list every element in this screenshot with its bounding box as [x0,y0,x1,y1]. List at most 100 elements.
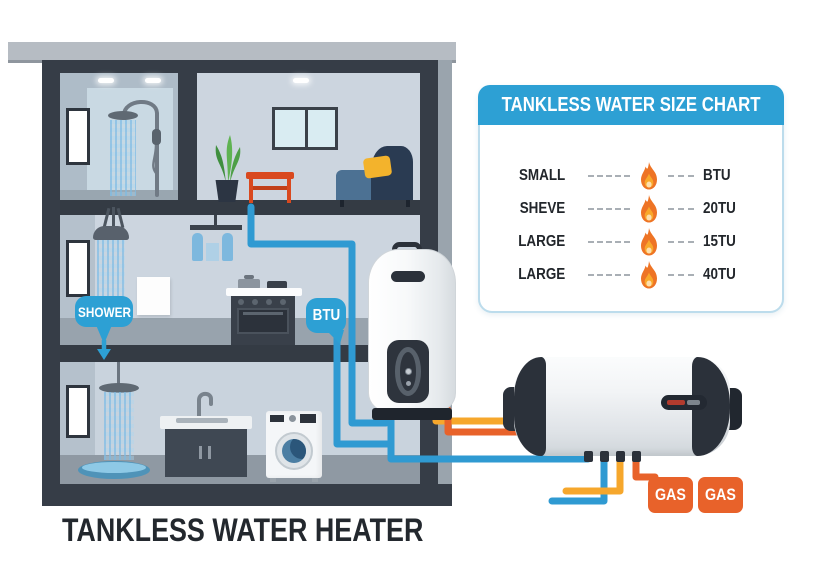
tank-label-stripe [667,400,685,405]
tank-outlet [726,388,742,430]
shower-basin-water [82,462,146,473]
plant-icon [215,135,241,183]
row-label: SMALL [518,166,566,184]
interior-wall [178,73,197,200]
shower-rod [117,362,120,384]
wm-door-glass [282,439,306,463]
tank-port [616,451,625,462]
side-table [246,172,294,179]
floor-slab-1 [60,200,420,215]
window-floor1 [66,108,90,165]
wm-panel [270,415,284,422]
size-chart-row: SHEVE 20TU [492,192,772,225]
heater-base [372,408,452,420]
size-chart-row: SMALL BTU [492,159,772,192]
bottle-icon [222,233,233,261]
ceiling-light-icon [293,78,309,83]
pot-icon [238,279,260,289]
flame-icon [640,161,657,189]
pipe-blue-drain [548,449,608,505]
window-floor3 [66,385,90,438]
house-top-beam [42,60,438,74]
pot-lid [244,275,254,279]
callout-tail [96,325,112,344]
row-value: 40TU [702,265,736,283]
cabinet-handle [199,446,202,459]
table-rail [253,186,287,190]
gas-badge-left: GAS [648,477,693,513]
btu-callout-label: BTU [312,306,340,324]
dash-line [667,207,694,210]
row-value: BTU [702,166,731,184]
dash-line [588,240,630,243]
size-chart-title: TANKLESS WATER SIZE CHART [501,93,761,116]
shower-callout: SHOWER [75,296,133,327]
flame-icon [640,227,657,255]
pipe-blue-btu [333,314,392,448]
dash-line [588,174,630,177]
flame-icon [640,260,657,288]
window-floor2 [66,240,90,297]
tank-port [600,451,609,462]
wm-dial [289,415,296,422]
btu-callout: BTU [306,298,346,333]
wm-panel [300,414,316,423]
shower-water [104,392,134,460]
gas-label: GAS [705,485,736,504]
wm-foot [270,478,276,482]
pipe-yellow-drain [562,449,624,495]
stove-knob [266,299,272,305]
tank-left-cap [514,357,546,456]
bottle-icon [192,233,203,261]
shower-stem [112,207,115,228]
flame-icon [640,194,657,222]
house-foundation [42,484,452,506]
wm-foot [312,478,318,482]
heater-dial [405,368,412,375]
shower-head-icon [99,383,139,393]
shower-head-icon [93,226,129,240]
floor-slab-2 [60,345,420,362]
living-window [272,107,338,150]
stove-knob [280,299,286,305]
towel [137,277,170,315]
tank-label-stripe [687,400,700,405]
plant-pot [215,180,239,202]
stove-knob [252,299,258,305]
faucet-icon [197,391,213,418]
cooktop [226,288,302,296]
house-left-wall [42,60,60,506]
hanging-rack [190,225,242,230]
table-leg [287,179,291,203]
gas-badge-right: GAS [698,477,743,513]
shower-head-icon [108,111,138,120]
row-label: LARGE [518,265,566,283]
shower-callout-label: SHOWER [77,303,131,320]
dash-line [588,207,630,210]
sink-basin [176,418,228,423]
ceiling-light-icon [145,78,161,83]
cabinet-handle [208,446,211,459]
arrow-head-icon [97,349,111,360]
row-label: SHEVE [519,199,566,217]
dash-line [588,273,630,276]
row-label: LARGE [518,232,566,250]
stove-knob [238,299,244,305]
size-chart-header: TANKLESS WATER SIZE CHART [478,85,784,125]
page-title: TANKLESS WATER HEATER [62,512,424,548]
pipe-blue-kitchen [247,203,390,427]
shower-water [110,120,136,196]
dash-line [667,273,694,276]
row-value: 20TU [702,199,736,217]
glass-icon [206,243,219,261]
ceiling-light-icon [98,78,114,83]
dash-line [667,240,694,243]
oven-handle [243,312,283,315]
shower-water [97,240,125,306]
dash-line [667,174,694,177]
size-chart-row: LARGE 15TU [492,225,772,258]
chair-leg [340,200,344,207]
callout-tail [326,330,344,344]
rack-rod [214,215,217,225]
